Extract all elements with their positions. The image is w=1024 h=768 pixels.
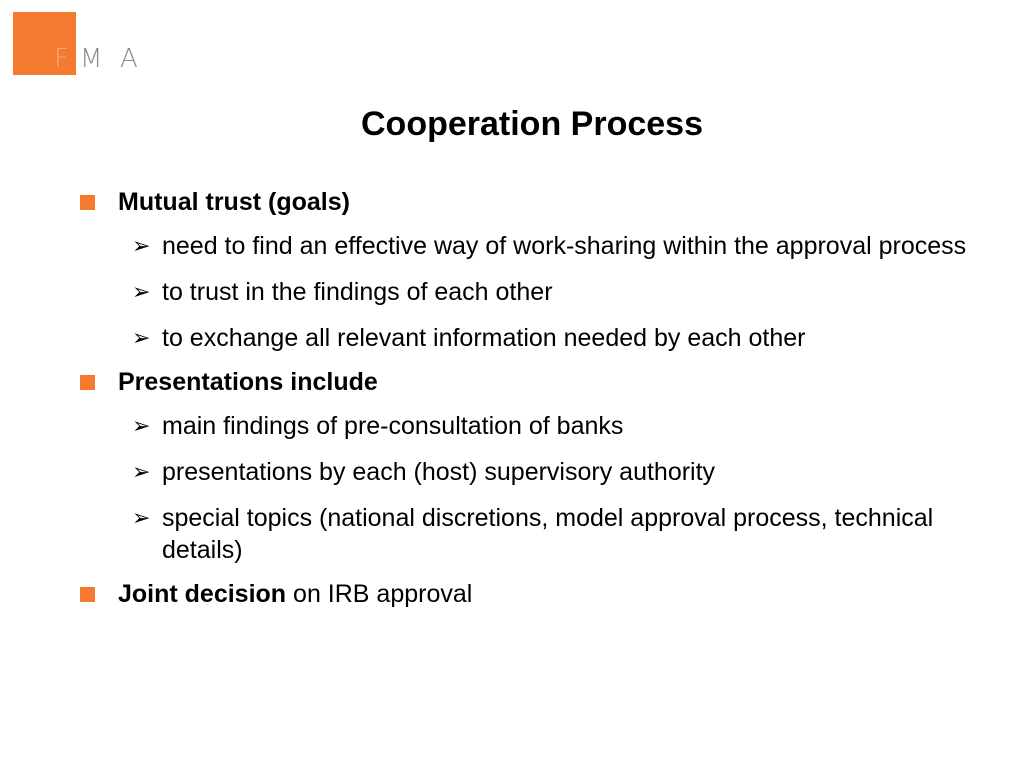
sub-bullet-text: main findings of pre-consultation of ban… — [162, 412, 624, 440]
sub-bullet: ➢ main findings of pre-consultation of b… — [132, 410, 998, 442]
logo-orange-square — [13, 12, 76, 75]
bullet-joint-decision: Joint decision on IRB approval — [78, 578, 998, 610]
logo-letter-f: F — [54, 44, 69, 74]
orange-square-bullet-icon — [80, 375, 95, 390]
sub-bullet: ➢ special topics (national discretions, … — [132, 502, 998, 566]
logo-letter-m: M — [80, 44, 103, 74]
bullet-heading: Presentations include — [118, 368, 378, 396]
bullet-presentations: Presentations include — [78, 366, 998, 398]
sub-bullet: ➢ to trust in the findings of each other — [132, 276, 998, 308]
orange-square-bullet-icon — [80, 195, 95, 210]
arrowhead-bullet-icon: ➢ — [132, 233, 151, 258]
arrowhead-bullet-icon: ➢ — [132, 413, 151, 438]
slide-content: Mutual trust (goals) ➢ need to find an e… — [78, 186, 998, 622]
arrowhead-bullet-icon: ➢ — [132, 459, 151, 484]
sub-bullet-text: need to find an effective way of work-sh… — [162, 232, 967, 260]
arrowhead-bullet-icon: ➢ — [132, 279, 151, 304]
arrowhead-bullet-icon: ➢ — [132, 325, 151, 350]
sub-bullet: ➢ presentations by each (host) superviso… — [132, 456, 998, 488]
logo-letter-a: A — [120, 44, 138, 74]
slide-title: Cooperation Process — [361, 105, 703, 143]
sub-bullet-text: special topics (national discretions, mo… — [162, 504, 934, 564]
orange-square-bullet-icon — [80, 587, 95, 602]
sub-bullet-text: to exchange all relevant information nee… — [162, 324, 806, 352]
sub-bullet-text: presentations by each (host) supervisory… — [162, 458, 716, 486]
bullet-heading: Joint decision — [118, 580, 287, 608]
sub-bullet: ➢ to exchange all relevant information n… — [132, 322, 998, 354]
sub-bullet: ➢ need to find an effective way of work-… — [132, 230, 998, 262]
fma-logo: F M A — [13, 12, 143, 76]
bullet-text: on IRB approval — [286, 580, 473, 608]
sub-bullet-text: to trust in the findings of each other — [162, 278, 553, 306]
bullet-heading: Mutual trust (goals) — [118, 188, 350, 216]
bullet-mutual-trust: Mutual trust (goals) — [78, 186, 998, 218]
arrowhead-bullet-icon: ➢ — [132, 505, 151, 530]
